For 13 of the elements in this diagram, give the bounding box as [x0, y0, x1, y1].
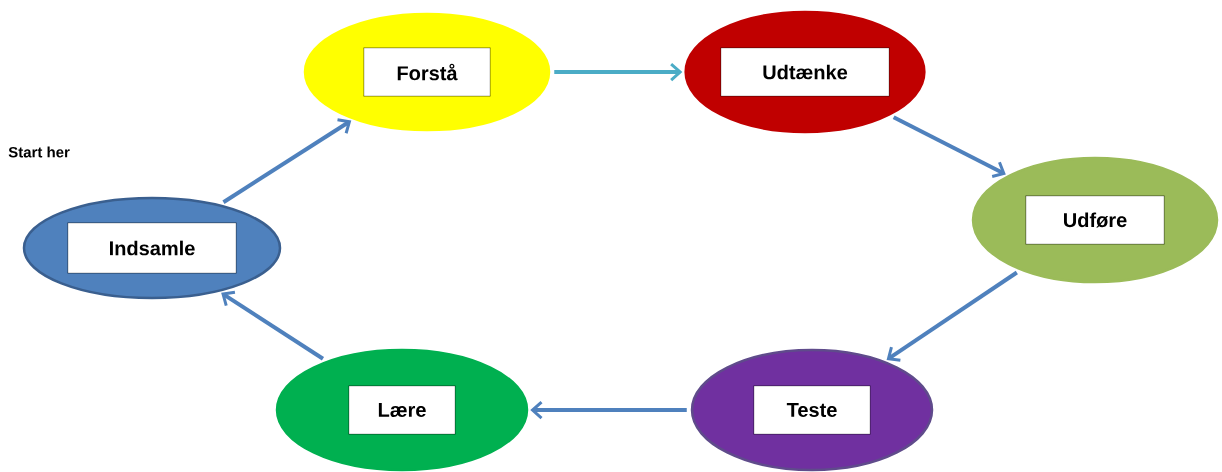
arrow — [892, 115, 1006, 178]
start-label: Start her — [8, 146, 70, 158]
ellipse-node: Forstå — [303, 12, 551, 132]
ellipse-node: Teste — [690, 348, 934, 472]
arrow — [221, 290, 325, 361]
arrow — [886, 270, 1018, 362]
ellipse-node: Udføre — [971, 156, 1219, 284]
ellipse-node: Indsamle — [22, 196, 282, 300]
arrow — [554, 62, 683, 82]
arrow — [530, 400, 687, 420]
arrow — [222, 118, 352, 204]
ellipse-node: Lære — [275, 348, 529, 472]
ellipse-node: Udtænke — [684, 10, 926, 134]
